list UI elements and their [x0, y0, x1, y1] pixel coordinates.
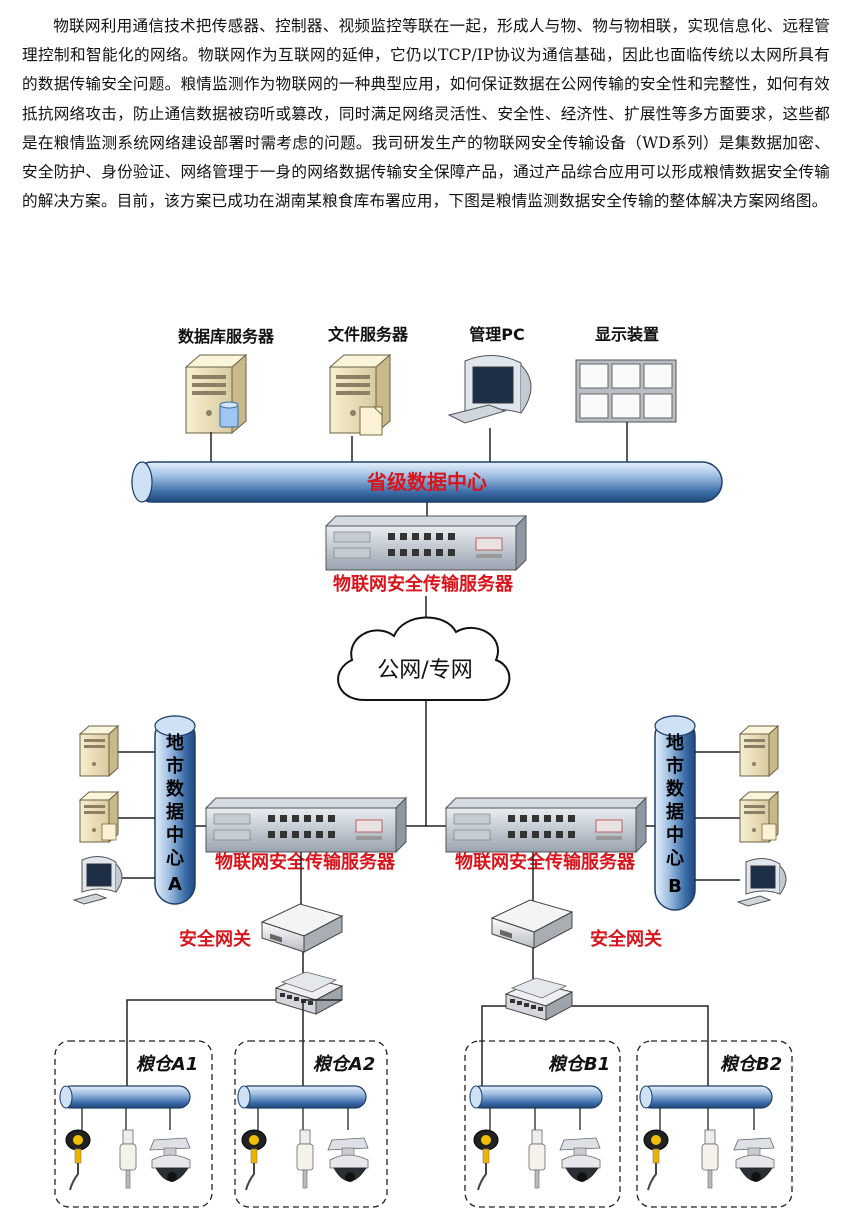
dome-camera-icon: [733, 1137, 775, 1183]
temperature-sensor-icon: [643, 1129, 669, 1191]
granary-a2-label: 粮仓A2: [313, 1054, 375, 1075]
humidity-probe-icon: [296, 1129, 314, 1189]
display-label: 显示装置: [595, 325, 659, 344]
city-a-server-icon: [79, 725, 119, 777]
admin-pc-icon: [447, 355, 532, 424]
city-b-char: 中: [666, 824, 684, 846]
server-to-gateway-links: [300, 852, 534, 908]
city-center-b-bus: [654, 715, 696, 911]
file-server-label: 文件服务器: [328, 325, 409, 344]
granary-b1-label: 粮仓B1: [548, 1054, 610, 1075]
temperature-sensor-icon: [473, 1129, 499, 1191]
city-b-char: B: [668, 876, 682, 897]
iot-server-a-label: 物联网安全传输服务器: [215, 851, 396, 873]
granary-b2: 粮仓B2: [636, 1040, 793, 1208]
gateway-a-icon: [261, 903, 343, 953]
city-a-file-server-icon: [79, 791, 119, 843]
city-center-b-label: 地 市 数 据 中 心 B: [666, 732, 685, 897]
city-center-a-label: 地 市 数 据 中 心 A: [166, 732, 185, 895]
city-a-char: A: [168, 874, 182, 895]
granary-a2: 粮仓A2: [234, 1040, 388, 1208]
iot-server-b-icon: [445, 797, 647, 853]
temperature-sensor-icon: [241, 1129, 267, 1191]
switch-a-icon: [275, 971, 343, 1015]
city-b-char: 据: [666, 801, 684, 823]
iot-server-top-label: 物联网安全传输服务器: [333, 573, 514, 595]
gateway-a-label: 安全网关: [179, 928, 251, 950]
granary-a1-label: 粮仓A1: [136, 1054, 198, 1075]
dome-camera-icon: [149, 1137, 191, 1183]
switch-b-icon: [505, 977, 573, 1021]
gateway-to-switch-links: [302, 948, 534, 982]
city-b-device-links: [695, 751, 740, 881]
city-a-char: 数: [166, 778, 185, 800]
city-b-char: 地: [666, 732, 684, 754]
humidity-probe-icon: [701, 1129, 719, 1189]
db-server-icon: [185, 354, 247, 434]
provincial-data-center-label: 省级数据中心: [366, 470, 487, 494]
iot-server-top-icon: [325, 515, 527, 571]
switch-to-granary-links: [126, 999, 709, 1086]
city-center-a-bus: [154, 715, 196, 905]
city-a-char: 心: [166, 848, 184, 869]
city-a-pc-icon: [73, 855, 123, 905]
granary-a1: 粮仓A1: [54, 1040, 213, 1208]
city-b-server-icon: [739, 725, 779, 777]
city-b-char: 市: [666, 755, 684, 777]
dome-camera-icon: [559, 1137, 601, 1183]
city-a-char: 市: [166, 755, 184, 777]
network-cloud-icon: [337, 616, 511, 701]
city-b-char: 数: [666, 778, 685, 800]
network-diagram: 数据库服务器 文件服务器 管理PC 显示装置 省级数据中心: [54, 325, 793, 1208]
intro-paragraph: 物联网利用通信技术把传感器、控制器、视频监控等联在一起，形成人与物、物与物相联，…: [22, 17, 830, 211]
city-b-file-server-icon: [739, 791, 779, 843]
city-b-pc-icon: [737, 857, 787, 907]
city-a-char: 中: [166, 824, 184, 846]
network-cloud-label: 公网/专网: [377, 658, 472, 683]
temperature-sensor-icon: [65, 1129, 91, 1191]
db-server-label: 数据库服务器: [178, 327, 275, 346]
iot-server-a-icon: [205, 797, 407, 853]
city-a-device-links: [118, 751, 155, 879]
provincial-data-center-bus: [131, 461, 723, 503]
iot-server-b-label: 物联网安全传输服务器: [455, 851, 636, 873]
city-a-char: 地: [166, 732, 184, 754]
granary-b2-label: 粮仓B2: [720, 1054, 782, 1075]
top-device-links: [210, 422, 628, 462]
granary-b1: 粮仓B1: [464, 1040, 621, 1208]
dome-camera-icon: [327, 1137, 369, 1183]
city-a-char: 据: [166, 801, 184, 823]
admin-pc-label: 管理PC: [469, 325, 524, 344]
display-wall-icon: [575, 359, 677, 423]
humidity-probe-icon: [119, 1129, 137, 1189]
humidity-probe-icon: [528, 1129, 546, 1189]
file-server-icon: [329, 354, 391, 436]
gateway-b-label: 安全网关: [590, 928, 662, 950]
city-b-char: 心: [666, 848, 684, 869]
gateway-b-icon: [491, 899, 573, 949]
